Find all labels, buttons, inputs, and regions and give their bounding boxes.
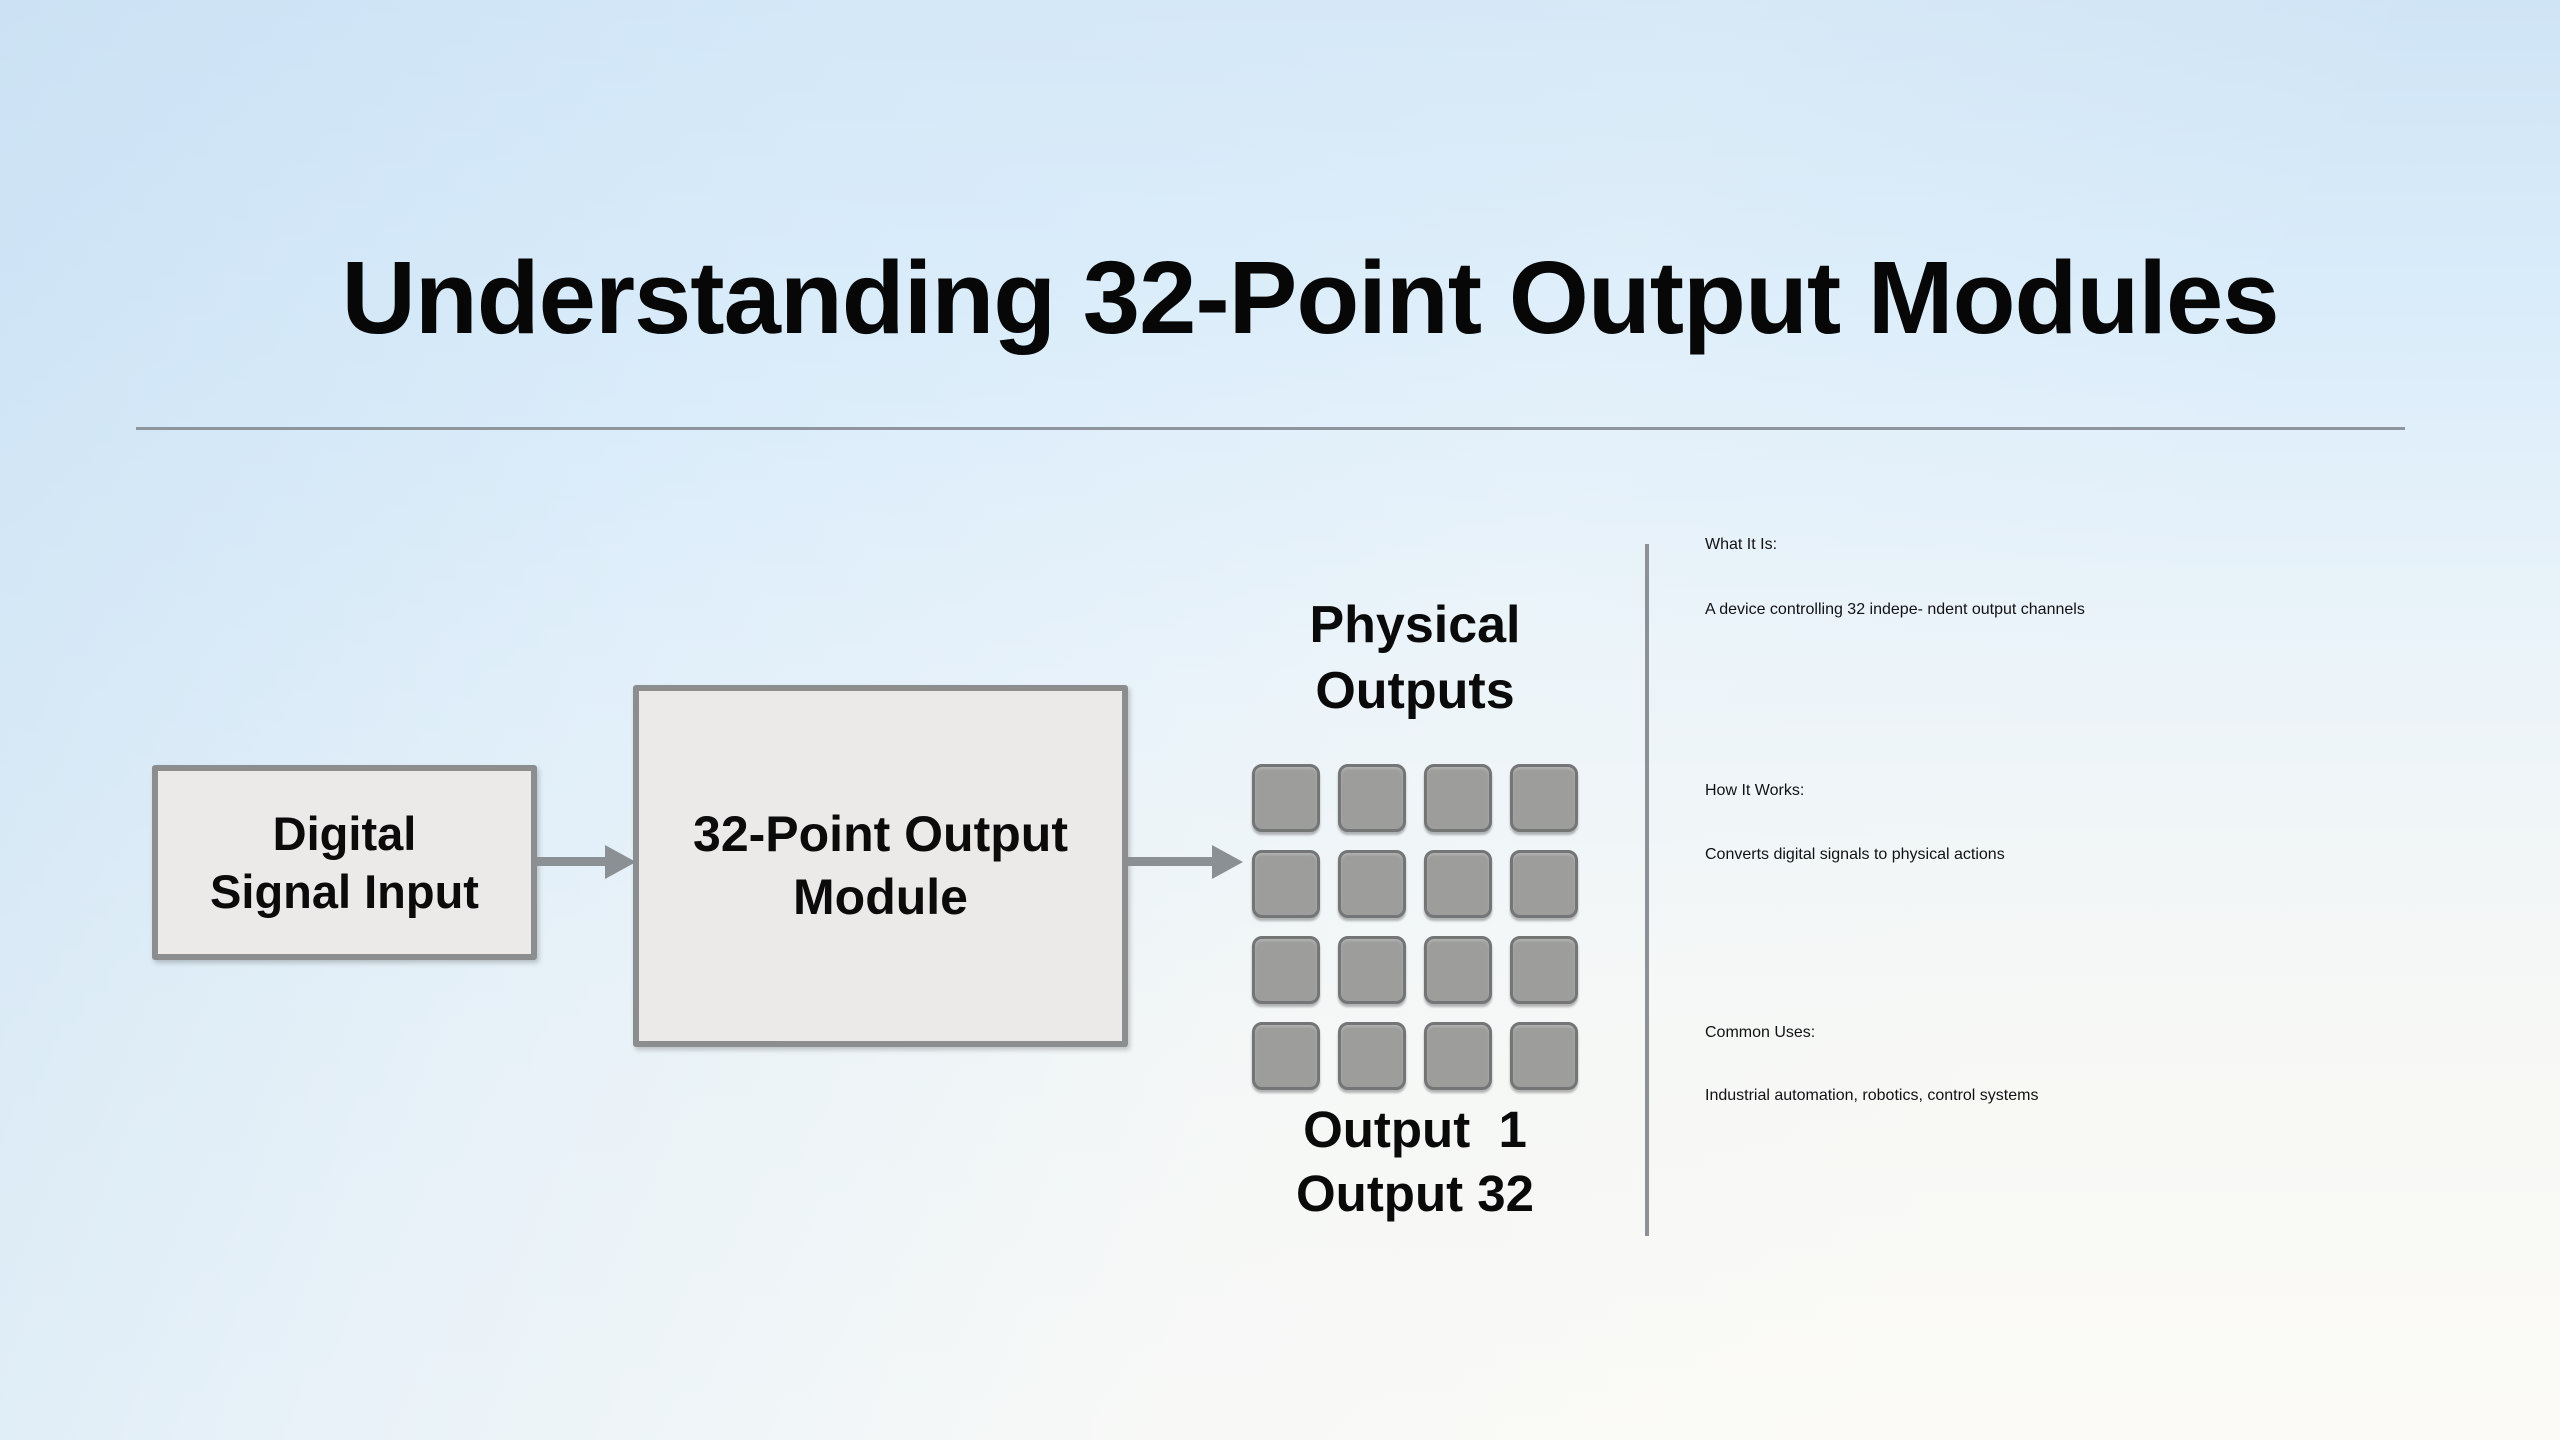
arrow-module-to-outputs-head <box>1212 845 1243 879</box>
output-point <box>1338 850 1406 918</box>
output-module-label: 32-Point Output Module <box>693 806 1068 925</box>
output-point <box>1510 1022 1578 1090</box>
output-point <box>1252 850 1320 918</box>
digital-signal-input-box: Digital Signal Input <box>152 765 537 960</box>
arrow-module-to-outputs-shaft <box>1128 857 1212 866</box>
output-point <box>1510 936 1578 1004</box>
digital-signal-input-label: Digital Signal Input <box>210 806 479 918</box>
output-points-grid <box>1252 764 1578 1090</box>
common-uses-heading: Common Uses: <box>1705 1024 1816 1041</box>
output-point <box>1252 764 1320 832</box>
output-point <box>1252 1022 1320 1090</box>
output-point <box>1424 1022 1492 1090</box>
output-point <box>1424 850 1492 918</box>
horizontal-divider <box>136 427 2405 430</box>
arrow-input-to-module-head <box>605 845 636 879</box>
common-uses-body: Industrial automation, robotics, control… <box>1705 1087 2039 1104</box>
output-point <box>1252 936 1320 1004</box>
how-it-works-heading: How It Works: <box>1705 782 1805 799</box>
output-module-box: 32-Point Output Module <box>633 685 1128 1047</box>
how-it-works-body: Converts digital signals to physical act… <box>1705 846 2005 863</box>
what-it-is-body: A device controlling 32 indepe- ndent ou… <box>1705 601 2085 618</box>
physical-outputs-title: Physical Outputs <box>1309 596 1521 720</box>
page-title: Understanding 32-Point Output Modules <box>341 240 2279 355</box>
output-point <box>1510 850 1578 918</box>
arrow-input-to-module-shaft <box>537 857 605 866</box>
output-last-label: Output 32 <box>1296 1165 1534 1222</box>
output-point <box>1338 936 1406 1004</box>
what-it-is-heading: What It Is: <box>1705 536 1778 553</box>
vertical-divider <box>1645 544 1649 1236</box>
output-point <box>1424 764 1492 832</box>
output-first-label: Output 1 <box>1303 1101 1527 1158</box>
output-point <box>1338 1022 1406 1090</box>
output-point <box>1338 764 1406 832</box>
output-point <box>1510 764 1578 832</box>
output-point <box>1424 936 1492 1004</box>
